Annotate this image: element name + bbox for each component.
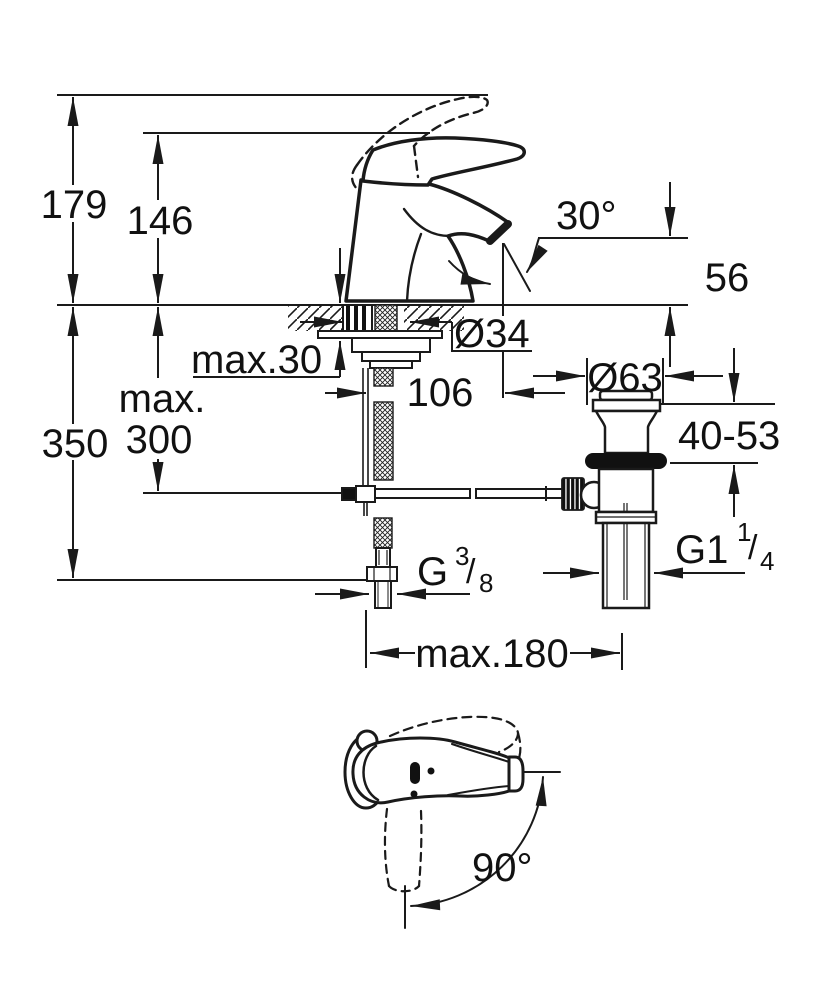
drain-tailpipe [601,521,651,610]
side-view [57,95,688,610]
rod-clamp-screw [341,487,357,501]
mounting-hardware [143,304,564,609]
label-deck-thickness: max.30 [191,338,322,382]
label-drain-thread: G1 1 / 4 [675,517,774,576]
drain-body [597,467,655,514]
pop-up-rod [143,485,564,503]
spout-top-view-dashed [383,807,423,893]
dimension-lines [57,94,775,670]
label-clamp-range: 40-53 [678,414,780,458]
label-spout-angle: 30° [556,194,617,238]
drain-assembly [561,389,667,610]
lever-handle-raised-dashed [350,95,489,191]
supply-tube-end [374,580,392,609]
label-shank-diameter: Ø34 [454,312,530,356]
dim-swivel-angle [404,771,561,929]
hose-ferrule [375,547,391,568]
label-spout-height: 56 [705,256,750,300]
lever-edge-line [451,743,510,763]
hose-braid-3 [373,517,393,549]
lever-handle-closed [361,136,526,187]
label-spout-reach: 106 [407,371,474,415]
label-flange-diameter: Ø63 [587,356,663,400]
shank-thread-bar [354,306,358,330]
mounting-nut-step2 [361,351,421,362]
shank-thread-bar [362,306,366,330]
rod-segment-right [475,488,564,499]
dim-flange-diameter [533,358,723,405]
drain-neck [593,409,660,455]
lever-swivel-dashed [388,715,522,760]
dim-shank-diameter [300,316,532,352]
supply-hose-upper [374,304,398,332]
label-install-depth: 350 [42,422,109,466]
hex-nut-g38 [366,566,398,582]
label-swivel-angle: 90° [472,846,533,890]
rod-segment-left [374,488,471,499]
mounting-nut-step3 [369,360,413,369]
drawing-strokes [57,94,775,929]
deck-hatch-left [288,306,350,331]
water-stream-line [503,243,531,292]
faucet-body [344,95,548,303]
dimension-labels: 179 146 30° 56 max.30 Ø34 106 Ø63 max. 3… [41,183,781,890]
lever-dot [427,767,435,775]
top-view [343,715,561,929]
lever-slot-mark [410,762,420,784]
label-lever-height: 146 [127,199,194,243]
spout-inner-curve [402,207,452,238]
mounting-nut-step1 [351,337,431,353]
drain-gasket [585,453,667,469]
washer-plate [317,330,443,339]
dim-deck-thickness [193,248,346,378]
cartridge-dome-arc [362,744,380,802]
aerator [486,220,512,245]
stream-direction-arrow [448,260,491,285]
label-hose-length-value: 300 [126,418,193,462]
body-inner-curve [405,232,423,303]
label-total-height: 179 [41,183,108,227]
hose-braid-1 [373,367,394,387]
label-hose-length-max: max. [119,377,206,421]
shank-thread-bar [346,306,350,330]
label-supply-thread: G 3 / 8 [417,541,493,598]
lever-end-cap [507,755,525,793]
drain-flange [591,398,662,413]
hose-braid-2 [373,401,394,481]
label-rod-reach: max.180 [415,632,568,676]
rod-clamp [355,485,376,503]
dim-rod-reach [365,610,623,670]
lever-dot [410,790,418,798]
dim-clamp-range [660,348,775,517]
dim-spout-reach [325,243,565,399]
angle-leader-arrow [526,237,548,273]
